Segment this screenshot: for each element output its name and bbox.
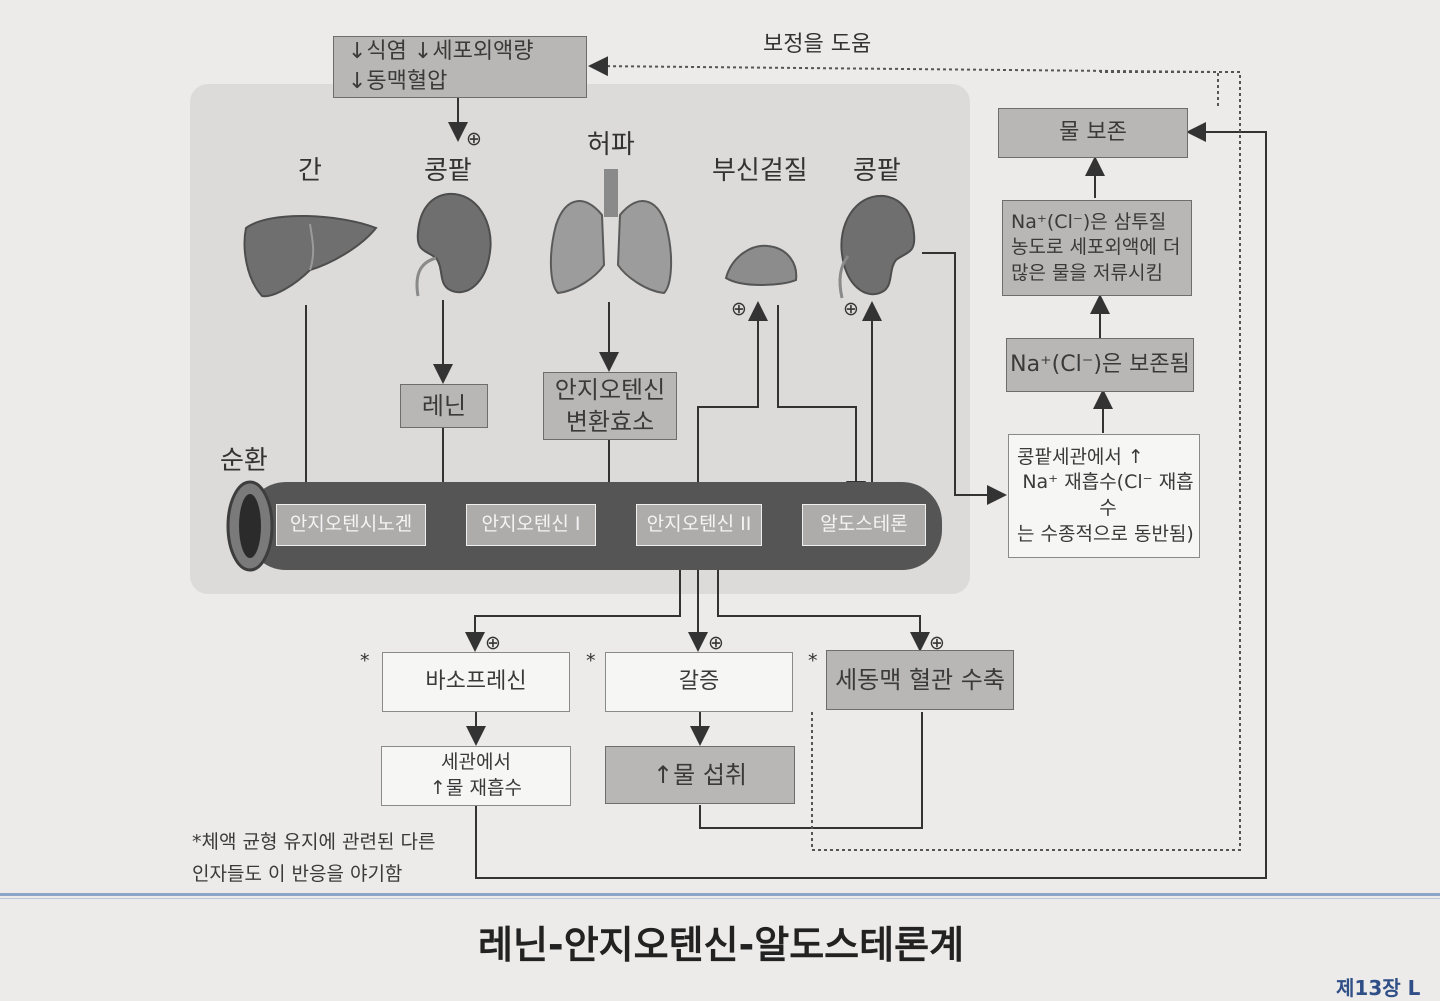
vasoconstriction-box: 세동맥 혈관 수축 xyxy=(826,650,1014,710)
angiotensinogen-box: 안지오텐시노겐 xyxy=(276,504,426,546)
osmotic-box: Na⁺(Cl⁻)은 삼투질 농도로 세포외액에 더 많은 물을 저류시킴 xyxy=(1002,200,1192,296)
footnote: *체액 균형 유지에 관련된 다른 인자들도 이 반응을 야기함 xyxy=(192,826,435,890)
plus-sign-vasoconstriction: ⊕ xyxy=(929,632,945,654)
adrenal-label: 부신겉질 xyxy=(712,156,808,186)
osmotic-line3: 많은 물을 저류시킴 xyxy=(1011,261,1163,284)
ace-line1: 안지오텐신 xyxy=(554,375,666,404)
kidney-label: 콩팥 xyxy=(424,156,472,186)
circulation-label: 순환 xyxy=(220,446,268,476)
low-salt-volume-pressure-box: ↓식염 ↓세포외액량 ↓동맥혈압 xyxy=(333,36,587,98)
kidney2-label: 콩팥 xyxy=(853,156,901,186)
star-vasoconstriction: * xyxy=(808,650,818,672)
lung-icon xyxy=(549,169,673,295)
star-thirst: * xyxy=(586,650,596,672)
tubule-reabsorption-box: 콩팥세관에서 ↑ Na⁺ 재흡수(Cl⁻ 재흡수 는 수종적으로 동반됨) xyxy=(1008,434,1200,558)
osmotic-line1: Na⁺(Cl⁻)은 삼투질 xyxy=(1011,210,1167,233)
plus-sign-kidney2: ⊕ xyxy=(843,298,859,320)
liver-label: 간 xyxy=(298,156,322,186)
tubule-line3: 는 수종적으로 동반됨) xyxy=(1017,522,1194,545)
plus-sign-kidney: ⊕ xyxy=(466,128,482,150)
na-retained-box: Na⁺(Cl⁻)은 보존됨 xyxy=(1006,338,1194,392)
water-intake-box: ↑물 섭취 xyxy=(605,746,795,804)
tubule-water-reabsorb-box: 세관에서 ↑물 재흡수 xyxy=(381,746,571,806)
kidney-icon xyxy=(415,192,492,297)
renin-box: 레닌 xyxy=(400,384,488,428)
help-correction-label: 보정을 도움 xyxy=(763,32,872,57)
ace-box: 안지오텐신 변환효소 xyxy=(543,372,677,440)
adrenal-icon xyxy=(724,244,798,286)
footnote-line2: 인자들도 이 반응을 야기함 xyxy=(192,863,403,885)
tubule-line1: 콩팥세관에서 ↑ xyxy=(1017,445,1144,468)
lung-label: 허파 xyxy=(587,130,635,160)
angiotensin-i-box: 안지오텐신 I xyxy=(466,504,596,546)
divider-rule xyxy=(0,893,1440,896)
plus-sign-thirst: ⊕ xyxy=(708,632,724,654)
star-vasopressin: * xyxy=(360,650,370,672)
vasopressin-box: 바소프레신 xyxy=(382,652,570,712)
kidney2-icon xyxy=(838,194,916,299)
figure-title: 레닌-안지오텐신-알도스테론계 xyxy=(478,923,965,967)
plus-sign-vasopressin: ⊕ xyxy=(485,632,501,654)
ace-line2: 변환효소 xyxy=(565,408,655,436)
divider-rule-thin xyxy=(0,898,1440,899)
angiotensin-ii-box: 안지오텐신 II xyxy=(636,504,762,546)
plus-sign-adrenal: ⊕ xyxy=(731,298,747,320)
liver-icon xyxy=(243,215,378,298)
aldosterone-box: 알도스테론 xyxy=(802,504,926,546)
reabsorb-line1: 세관에서 xyxy=(441,751,511,774)
top-box-line1: ↓식염 ↓세포외액량 xyxy=(348,39,534,65)
osmotic-line2: 농도로 세포외액에 더 xyxy=(1011,236,1181,259)
reabsorb-line2: ↑물 재흡수 xyxy=(430,777,522,799)
page-chapter-label: 제13장 L xyxy=(1336,976,1421,1000)
thirst-box: 갈증 xyxy=(605,652,793,712)
top-box-line2: ↓동맥혈압 xyxy=(348,69,448,94)
tubule-line2: Na⁺ 재흡수(Cl⁻ 재흡수 xyxy=(1022,471,1194,519)
water-retention-box: 물 보존 xyxy=(998,108,1188,158)
footnote-line1: *체액 균형 유지에 관련된 다른 xyxy=(192,831,436,853)
